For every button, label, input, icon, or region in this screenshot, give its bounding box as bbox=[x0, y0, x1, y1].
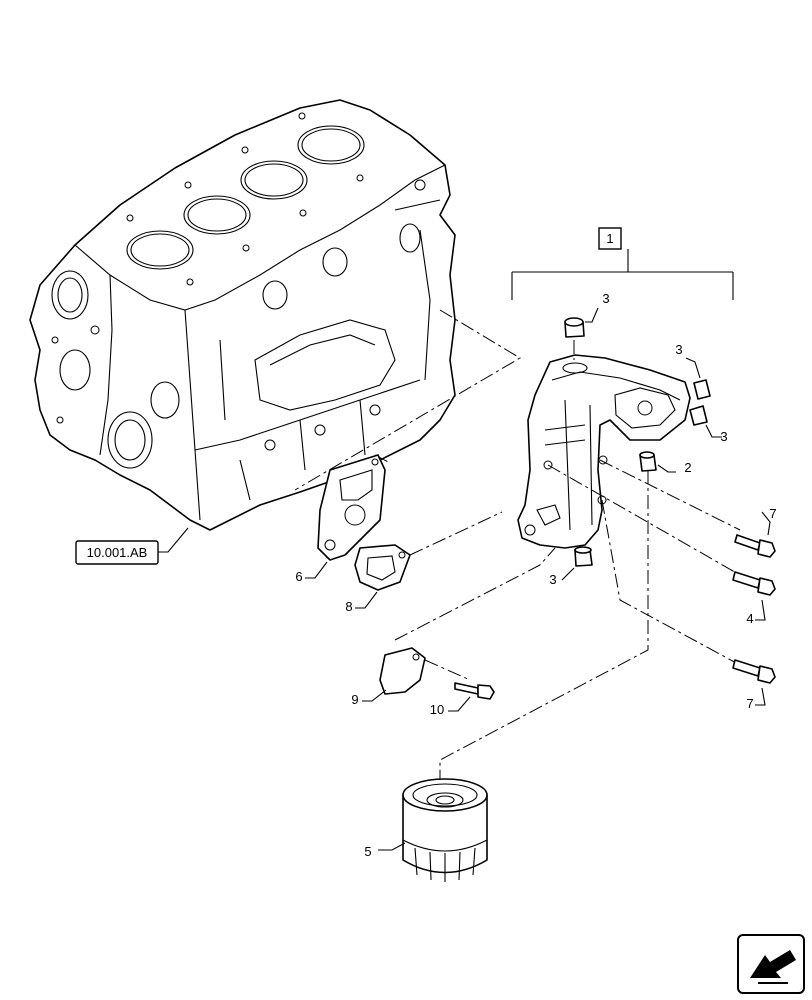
gasket-6 bbox=[317, 454, 386, 561]
bolt-7-upper bbox=[734, 534, 776, 558]
reference-label: 10.001.AB bbox=[75, 527, 189, 565]
callout-6: 6 bbox=[295, 569, 302, 584]
next-page-arrow-icon[interactable] bbox=[737, 934, 805, 994]
plug-top bbox=[564, 317, 585, 338]
plug-right-lower bbox=[689, 405, 708, 426]
bolt-10 bbox=[454, 682, 495, 700]
valve-2 bbox=[639, 451, 657, 472]
callout-8: 8 bbox=[345, 599, 352, 614]
reference-text: 10.001.AB bbox=[87, 545, 148, 560]
callout-7-upper: 7 bbox=[769, 506, 776, 521]
callout-10: 10 bbox=[430, 702, 444, 717]
gasket-8 bbox=[354, 544, 411, 591]
callout-7-lower: 7 bbox=[746, 696, 753, 711]
engine-block bbox=[29, 99, 456, 531]
oil-filter-head bbox=[517, 354, 691, 549]
callout-3-top: 3 bbox=[602, 291, 609, 306]
callout-3-bottom: 3 bbox=[549, 572, 556, 587]
plug-right-upper bbox=[693, 379, 711, 400]
callout-3-right-lower: 3 bbox=[720, 429, 727, 444]
callout-2: 2 bbox=[684, 460, 691, 475]
bolt-7-lower bbox=[732, 659, 776, 684]
callout-3-right-upper: 3 bbox=[675, 342, 682, 357]
plug-bottom bbox=[574, 546, 593, 567]
assembly-bracket-1: 1 bbox=[511, 227, 734, 300]
oil-filter-5 bbox=[402, 778, 488, 882]
callout-5: 5 bbox=[364, 844, 371, 859]
cover-plate-9 bbox=[379, 647, 426, 695]
callout-9: 9 bbox=[351, 692, 358, 707]
callout-1: 1 bbox=[606, 231, 613, 246]
bolt-4 bbox=[732, 571, 776, 596]
callout-4: 4 bbox=[746, 611, 753, 626]
